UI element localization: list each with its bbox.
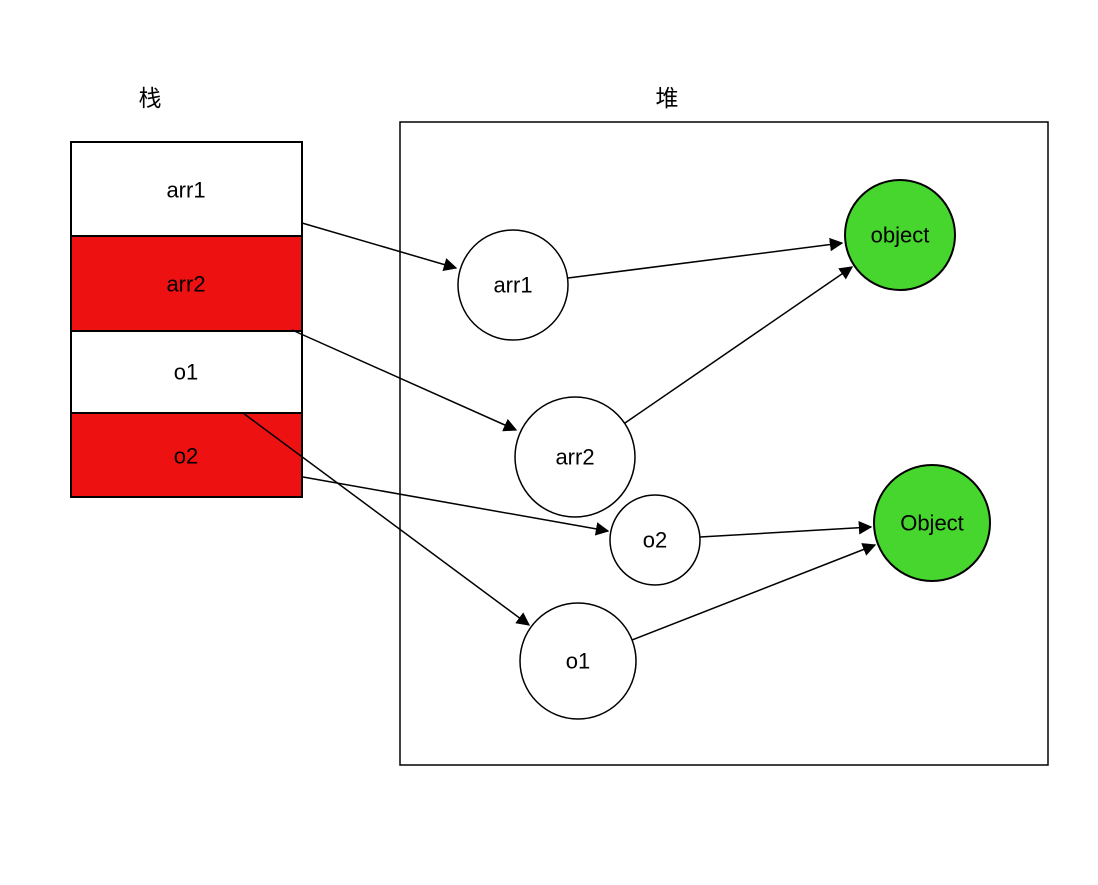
stack-cell-arr2-label: arr2 bbox=[166, 272, 205, 297]
edge-stack-arr1-to-heap-arr1 bbox=[301, 222, 458, 272]
heap-node-o2 bbox=[609, 494, 701, 586]
stack-box: arr1 arr2 o1 o2 bbox=[70, 141, 303, 498]
stack-cell-o2 bbox=[70, 412, 303, 498]
heap-node-o2-label: o2 bbox=[643, 528, 667, 553]
stack-cell-arr1-label: arr1 bbox=[166, 178, 205, 203]
edge-heap-o2-to-Object bbox=[699, 520, 873, 538]
stack-cell-o1 bbox=[70, 330, 303, 414]
heap-node-arr1-label: arr1 bbox=[493, 273, 532, 298]
heap-node-object-small bbox=[844, 179, 956, 291]
edge-heap-arr1-to-object bbox=[567, 237, 844, 279]
edge-heap-arr2-to-object bbox=[624, 266, 854, 424]
stack-title: 栈 bbox=[139, 85, 162, 111]
heap-node-o1-label: o1 bbox=[566, 649, 590, 674]
edge-stack-o2-to-heap-o2 bbox=[302, 476, 610, 536]
edge-stack-o1-to-heap-o1 bbox=[242, 412, 531, 626]
heap-node-arr2 bbox=[514, 396, 636, 518]
heap-node-o1 bbox=[519, 602, 637, 720]
heap-node-arr2-label: arr2 bbox=[555, 445, 594, 470]
edge-heap-o1-to-Object bbox=[631, 543, 877, 641]
stack-cell-arr2 bbox=[70, 235, 303, 332]
heap-node-arr1 bbox=[457, 229, 569, 341]
heap-box bbox=[399, 121, 1049, 766]
heap-title: 堆 bbox=[656, 85, 679, 111]
heap-node-object-capital-label: Object bbox=[900, 511, 964, 536]
edge-stack-arr2-to-heap-arr2 bbox=[291, 329, 518, 432]
stack-cell-o2-label: o2 bbox=[174, 444, 198, 469]
heap-node-object-capital bbox=[873, 464, 991, 582]
stack-cell-o1-label: o1 bbox=[174, 360, 198, 385]
heap-node-object-small-label: object bbox=[871, 223, 930, 248]
